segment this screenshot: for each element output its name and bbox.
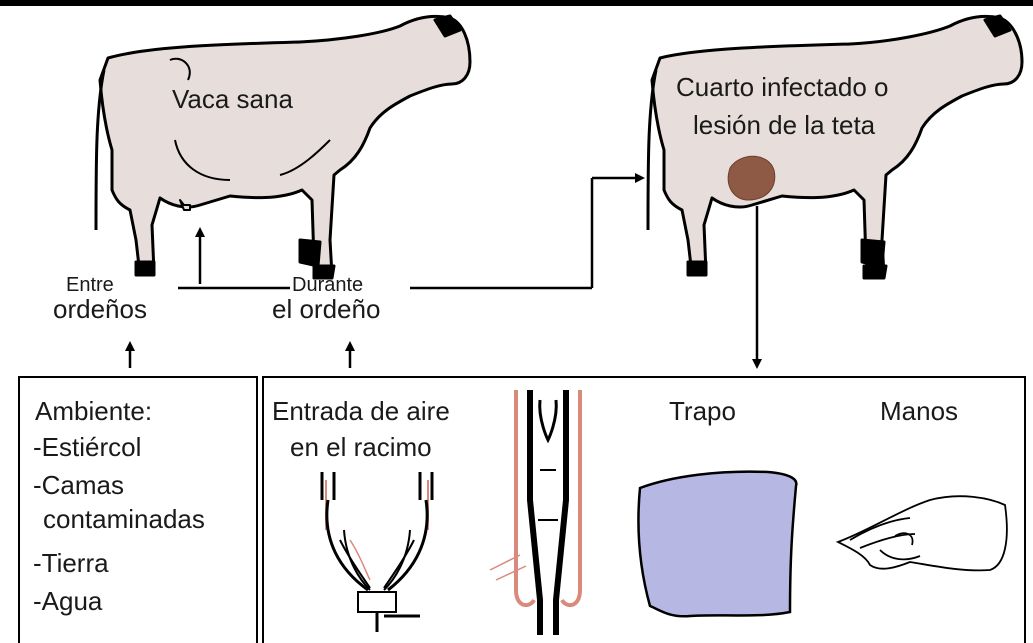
infected-quarter-shape (727, 155, 776, 201)
top-border (0, 0, 1033, 6)
air-entry-label-line2: en el racimo (290, 432, 432, 462)
during-milking-label-line2: el ordeño (272, 294, 381, 324)
environment-item-soil: -Tierra (33, 548, 109, 578)
flow-arrows (125, 173, 762, 369)
environment-item-water: -Agua (33, 586, 103, 616)
environment-title: Ambiente: (35, 396, 153, 426)
cloth-icon (637, 470, 798, 618)
infected-cow-label-line2: lesión de la teta (693, 110, 876, 140)
environment-item-bedding-cont: contaminadas (43, 504, 205, 534)
infected-cow-label-line1: Cuarto infectado o (676, 72, 889, 102)
during-milking-label-line1: Durante (292, 274, 364, 296)
healthy-cow-icon (94, 14, 472, 280)
between-milkings-label-line1: Entre (66, 274, 114, 296)
hand-icon (835, 495, 1008, 572)
air-entry-label-line1: Entrada de aire (272, 396, 450, 426)
hands-label: Manos (880, 396, 959, 426)
teat-cup-liner-icon (489, 390, 582, 635)
environment-item-bedding: -Camas (33, 470, 125, 500)
healthy-cow-label: Vaca sana (172, 84, 293, 114)
infected-cow-icon (646, 14, 1024, 280)
environment-item-manure: -Estiércol (33, 432, 142, 462)
milking-cluster-icon (320, 472, 434, 632)
between-milkings-label-line2: ordeños (53, 294, 147, 324)
cloth-label: Trapo (669, 396, 736, 426)
environment-sources-box (18, 376, 258, 643)
